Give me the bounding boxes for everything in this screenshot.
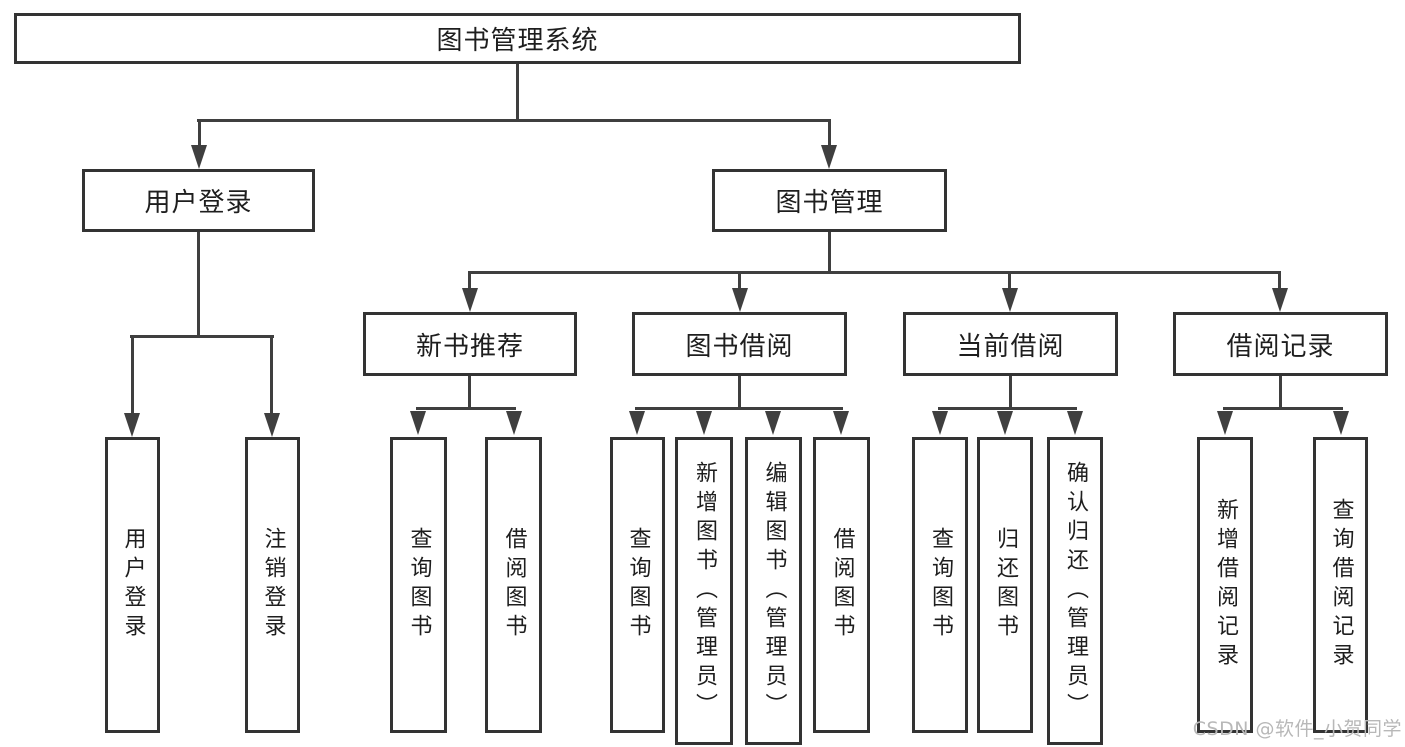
arrow-down-icon: [932, 411, 948, 435]
connector-horizontal: [938, 407, 1077, 410]
node-leaf-borrow-books-1: 借阅图书: [485, 437, 542, 733]
node-label: 当前借阅: [956, 331, 1065, 362]
connector-stub: [1278, 271, 1281, 289]
connector-horizontal: [130, 335, 274, 338]
arrow-down-icon: [629, 411, 645, 435]
arrow-down-icon: [506, 411, 522, 435]
arrow-down-icon: [732, 288, 748, 312]
node-label: 新增图书（管理员）: [692, 460, 717, 722]
node-label: 图书借阅: [685, 331, 794, 362]
node-leaf-query-books-2: 查询图书: [610, 437, 665, 733]
node-label: 用户登录: [144, 188, 253, 218]
node-root-library-system: 图书管理系统: [14, 13, 1021, 64]
connector-stub: [1008, 271, 1011, 289]
connector-vertical: [197, 232, 200, 336]
node-leaf-user-login: 用户登录: [105, 437, 160, 733]
arrow-down-icon: [462, 288, 478, 312]
node-borrowing-records: 借阅记录: [1173, 312, 1388, 376]
node-new-book-recommend: 新书推荐: [363, 312, 577, 376]
arrow-down-icon: [1217, 411, 1233, 435]
connector-vertical: [468, 376, 471, 408]
node-leaf-query-books-1: 查询图书: [390, 437, 447, 733]
node-leaf-edit-book-admin: 编辑图书（管理员）: [745, 437, 802, 745]
node-leaf-query-books-3: 查询图书: [912, 437, 968, 733]
node-leaf-add-book-admin: 新增图书（管理员）: [675, 437, 733, 745]
node-label: 借阅记录: [1226, 331, 1335, 362]
arrow-down-icon: [264, 413, 280, 437]
connector-vertical: [828, 232, 831, 272]
connector-horizontal: [1223, 407, 1343, 410]
node-leaf-logout: 注销登录: [245, 437, 300, 733]
connector-horizontal: [416, 407, 516, 410]
node-label: 图书管理: [775, 188, 884, 218]
node-label: 用户登录: [120, 527, 146, 643]
arrow-down-icon: [833, 411, 849, 435]
node-label: 新增借阅记录: [1213, 498, 1238, 672]
connector-stub: [828, 119, 831, 146]
node-leaf-add-borrow-record: 新增借阅记录: [1197, 437, 1253, 733]
node-label: 归还图书: [993, 527, 1018, 643]
arrow-down-icon: [191, 145, 207, 169]
node-label: 图书管理系统: [436, 26, 599, 56]
arrow-down-icon: [1002, 288, 1018, 312]
connector-root-horizontal: [197, 119, 831, 122]
connector-stub: [131, 335, 134, 413]
node-label: 借阅图书: [829, 527, 855, 643]
node-label: 查询借阅记录: [1328, 498, 1354, 672]
node-book-borrowing: 图书借阅: [632, 312, 847, 376]
node-label: 查询图书: [406, 527, 432, 643]
connector-vertical: [738, 376, 741, 408]
arrow-down-icon: [696, 411, 712, 435]
node-label: 注销登录: [260, 527, 286, 643]
connector-horizontal: [468, 271, 1281, 274]
node-label: 借阅图书: [501, 527, 527, 643]
connector-stub: [198, 119, 201, 146]
node-user-login: 用户登录: [82, 169, 315, 232]
node-book-management: 图书管理: [712, 169, 947, 232]
arrow-down-icon: [765, 411, 781, 435]
connector-stub: [468, 271, 471, 289]
csdn-watermark: CSDN @软件_小贺同学: [1192, 718, 1402, 740]
arrow-down-icon: [1272, 288, 1288, 312]
arrow-down-icon: [997, 411, 1013, 435]
node-leaf-return-book: 归还图书: [977, 437, 1033, 733]
node-label: 确认归还（管理员）: [1063, 460, 1088, 722]
connector-horizontal: [635, 407, 843, 410]
node-label: 查询图书: [625, 527, 651, 643]
arrow-down-icon: [124, 413, 140, 437]
node-leaf-confirm-return-admin: 确认归还（管理员）: [1047, 437, 1103, 745]
connector-stub: [738, 271, 741, 289]
connector-stub: [270, 335, 273, 413]
node-leaf-query-borrow-record: 查询借阅记录: [1313, 437, 1368, 733]
arrow-down-icon: [1333, 411, 1349, 435]
node-label: 查询图书: [928, 527, 953, 643]
arrow-down-icon: [410, 411, 426, 435]
node-leaf-borrow-books-2: 借阅图书: [813, 437, 870, 733]
node-label: 编辑图书（管理员）: [761, 460, 787, 722]
arrow-down-icon: [821, 145, 837, 169]
connector-vertical: [1009, 376, 1012, 408]
node-label: 新书推荐: [415, 331, 524, 362]
node-current-borrowing: 当前借阅: [903, 312, 1118, 376]
arrow-down-icon: [1067, 411, 1083, 435]
connector-vertical: [1279, 376, 1282, 408]
connector-root-vertical: [516, 64, 519, 120]
